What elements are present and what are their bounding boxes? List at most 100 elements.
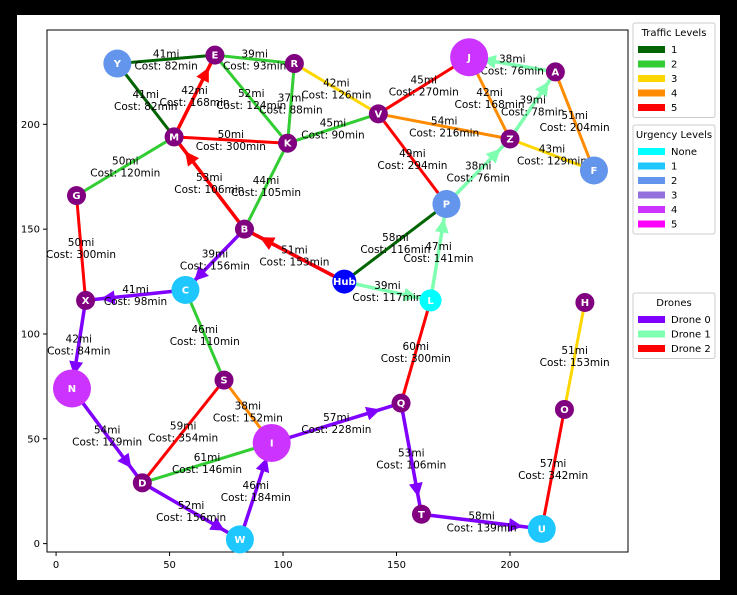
- edge-distance-label: 38mi: [465, 161, 492, 173]
- edge-A-F: [553, 71, 596, 172]
- urgency-legend-swatch: [638, 148, 665, 155]
- edge-distance-label: 43mi: [539, 144, 566, 156]
- edge-distance-label: 42mi: [476, 87, 503, 99]
- node-R: [284, 54, 304, 74]
- edge-K-V: [287, 112, 379, 145]
- x-tick-label: 100: [273, 560, 292, 571]
- edge-cost-label: Cost: 120min: [90, 167, 160, 179]
- edge-cost-label: Cost: 129min: [517, 156, 587, 168]
- drone-2-segment-Hub-B: [259, 236, 347, 284]
- node-Z: [500, 129, 520, 149]
- edge-cost-label: Cost: 300min: [46, 249, 116, 261]
- edge-cost-label: Cost: 129min: [72, 437, 142, 449]
- edge-distance-label: 46mi: [243, 480, 270, 492]
- edge-cost-label: Cost: 106min: [174, 184, 244, 196]
- edge-cost-label: Cost: 78min: [501, 106, 564, 118]
- edge-distance-label: 39mi: [519, 94, 546, 106]
- drone-1-segment-A-J: [481, 54, 558, 74]
- node-label-S: S: [220, 376, 227, 387]
- edge-cost-label: Cost: 153min: [540, 357, 610, 369]
- edge-cost-label: Cost: 117min: [352, 292, 422, 304]
- edge-distance-label: 60mi: [403, 341, 430, 353]
- edge-cost-label: Cost: 90min: [301, 130, 364, 142]
- edge-C-S: [184, 289, 226, 381]
- node-N: [52, 369, 91, 408]
- edge-cost-label: Cost: 139min: [447, 523, 517, 535]
- edge-distance-label: 39mi: [241, 48, 268, 60]
- node-label-A: A: [552, 67, 560, 78]
- edge-cost-label: Cost: 126min: [301, 90, 371, 102]
- urgency-legend-title: Urgency Levels: [636, 130, 712, 141]
- edge-distance-label: 41mi: [132, 89, 159, 101]
- drone-2-segment-B-M: [185, 151, 247, 231]
- edge-distance-label: 45mi: [320, 118, 347, 130]
- edge-Y-M: [116, 62, 176, 138]
- edge-distance-label: 50mi: [218, 129, 245, 141]
- drones-legend-title: Drones: [656, 298, 691, 309]
- edge-Y-E: [117, 53, 216, 66]
- urgency-legend-swatch: [638, 177, 665, 184]
- edge-cost-label: Cost: 93min: [223, 60, 286, 72]
- edge-cost-label: Cost: 168min: [455, 99, 525, 111]
- edge-M-K: [174, 135, 288, 145]
- edge-distance-label: 42mi: [66, 333, 93, 345]
- urgency-legend-entry: 2: [671, 176, 677, 187]
- edge-cost-label: Cost: 204min: [540, 122, 610, 134]
- edge-Z-F: [509, 137, 595, 172]
- drone-1-segment-Hub-L: [342, 279, 418, 302]
- node-C: [171, 275, 200, 304]
- node-Q: [391, 393, 411, 413]
- node-K: [278, 133, 298, 153]
- edge-E-R: [214, 53, 295, 66]
- drones-legend-entry: Drone 2: [671, 344, 711, 355]
- node-label-P: P: [443, 200, 450, 211]
- edge-cost-label: Cost: 110min: [170, 336, 240, 348]
- traffic-legend-swatch: [638, 104, 665, 111]
- traffic-legend-swatch: [638, 75, 665, 82]
- node-U: [527, 514, 556, 543]
- edge-distance-label: 59mi: [170, 420, 197, 432]
- node-V: [368, 104, 388, 124]
- node-A: [545, 62, 565, 82]
- traffic-legend-entry: 5: [671, 103, 677, 114]
- x-tick-label: 50: [163, 560, 176, 571]
- urgency-legend-swatch: [638, 220, 665, 228]
- edge-cost-label: Cost: 153min: [259, 256, 329, 268]
- edge-distance-label: 58mi: [382, 232, 409, 244]
- edge-distance-label: 39mi: [374, 280, 401, 292]
- edge-R-V: [293, 62, 380, 116]
- x-tick-label: 150: [387, 560, 406, 571]
- edge-cost-label: Cost: 228min: [301, 424, 371, 436]
- edge-O-U: [540, 409, 566, 530]
- edge-distance-label: 57mi: [323, 412, 350, 424]
- edge-S-D: [141, 379, 226, 484]
- node-label-Q: Q: [397, 399, 406, 410]
- edge-distance-label: 38mi: [499, 54, 526, 66]
- node-label-V: V: [374, 109, 382, 120]
- drone-1-segment-Z-A: [508, 81, 549, 141]
- edge-R-K: [286, 63, 296, 144]
- node-S: [214, 370, 234, 390]
- node-W: [225, 525, 254, 554]
- edge-cost-label: Cost: 152min: [213, 413, 283, 425]
- edge-cost-label: Cost: 168min: [159, 97, 229, 109]
- node-J: [450, 38, 489, 77]
- edge-distance-label: 58mi: [468, 511, 495, 523]
- node-label-C: C: [182, 285, 189, 296]
- edge-cost-label: Cost: 156min: [180, 261, 250, 273]
- edge-D-I: [141, 441, 273, 485]
- traffic-legend-swatch: [638, 89, 665, 97]
- node-label-H: H: [581, 298, 589, 309]
- edge-cost-label: Cost: 342min: [518, 470, 588, 482]
- edge-G-X: [75, 195, 88, 301]
- node-E: [205, 45, 225, 65]
- y-tick-label: 200: [21, 120, 40, 131]
- node-label-U: U: [538, 524, 546, 535]
- node-label-R: R: [291, 59, 299, 70]
- drones-legend-swatch: [638, 345, 665, 352]
- edge-cost-label: Cost: 116min: [360, 244, 430, 256]
